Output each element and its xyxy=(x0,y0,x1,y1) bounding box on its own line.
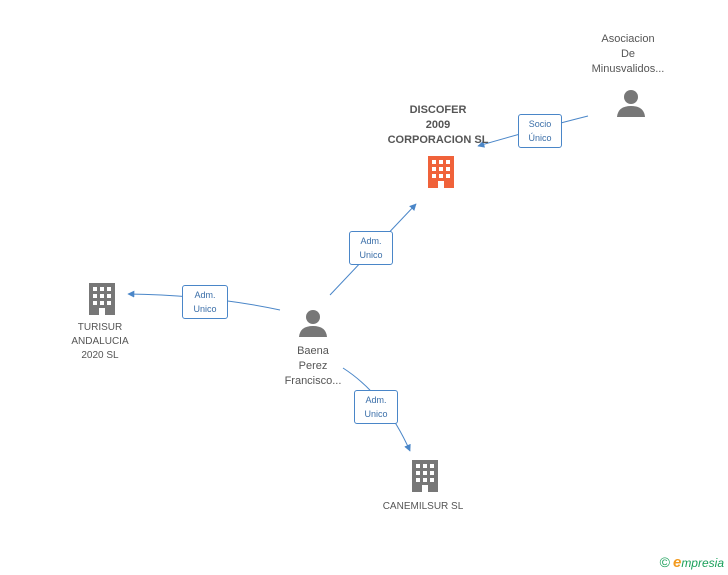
node-discofer-label[interactable]: DISCOFER 2009 CORPORACION SL xyxy=(378,103,498,148)
edge-label-adm-turisur[interactable]: Adm. Unico xyxy=(182,285,228,319)
node-canemilsur-label[interactable]: CANEMILSUR SL xyxy=(368,499,478,514)
building-icon[interactable] xyxy=(425,155,457,189)
node-turisur-label[interactable]: TURISUR ANDALUCIA 2020 SL xyxy=(54,321,146,363)
edge-label-line: Adm. xyxy=(194,290,216,300)
node-turisur-line: ANDALUCIA xyxy=(71,336,129,347)
copyright-symbol: © xyxy=(659,554,670,570)
node-asociacion-line: De xyxy=(620,48,636,60)
node-baena-line: Perez xyxy=(298,360,328,372)
edge-label-line: Unico xyxy=(193,304,217,314)
node-asociacion-line: Minusvalidos... xyxy=(591,63,665,75)
node-turisur-line: 2020 SL xyxy=(81,350,119,361)
node-asociacion-line: Asociacion xyxy=(601,33,655,45)
node-baena-label[interactable]: Baena Perez Francisco... xyxy=(268,344,358,389)
edge-label-adm-canemilsur[interactable]: Adm. Unico xyxy=(354,390,398,424)
edge-label-line: Único xyxy=(528,133,552,143)
building-icon[interactable] xyxy=(409,459,441,493)
edge-label-line: Unico xyxy=(359,250,383,260)
edge-label-socio-unico[interactable]: Socio Único xyxy=(518,114,562,148)
brand-initial: e xyxy=(672,554,682,571)
node-baena-line: Francisco... xyxy=(284,375,342,387)
person-icon[interactable] xyxy=(298,308,328,338)
node-discofer-line: DISCOFER xyxy=(409,104,467,116)
edge-label-line: Unico xyxy=(364,409,388,419)
building-icon[interactable] xyxy=(86,282,118,316)
person-icon[interactable] xyxy=(616,88,646,118)
edge-label-line: Adm. xyxy=(365,395,387,405)
brand-name: mpresia xyxy=(681,556,724,570)
brand-logo: ©empresia xyxy=(660,554,724,571)
node-discofer-line: CORPORACION SL xyxy=(387,134,489,146)
node-asociacion-label[interactable]: Asociacion De Minusvalidos... xyxy=(578,32,678,77)
node-turisur-line: TURISUR xyxy=(77,322,123,333)
node-canemilsur-line: CANEMILSUR SL xyxy=(382,501,464,512)
edge-label-line: Adm. xyxy=(360,236,382,246)
node-discofer-line: 2009 xyxy=(425,119,451,131)
edge-label-line: Socio xyxy=(528,119,552,129)
edge-label-adm-discofer[interactable]: Adm. Unico xyxy=(349,231,393,265)
node-baena-line: Baena xyxy=(297,345,329,357)
